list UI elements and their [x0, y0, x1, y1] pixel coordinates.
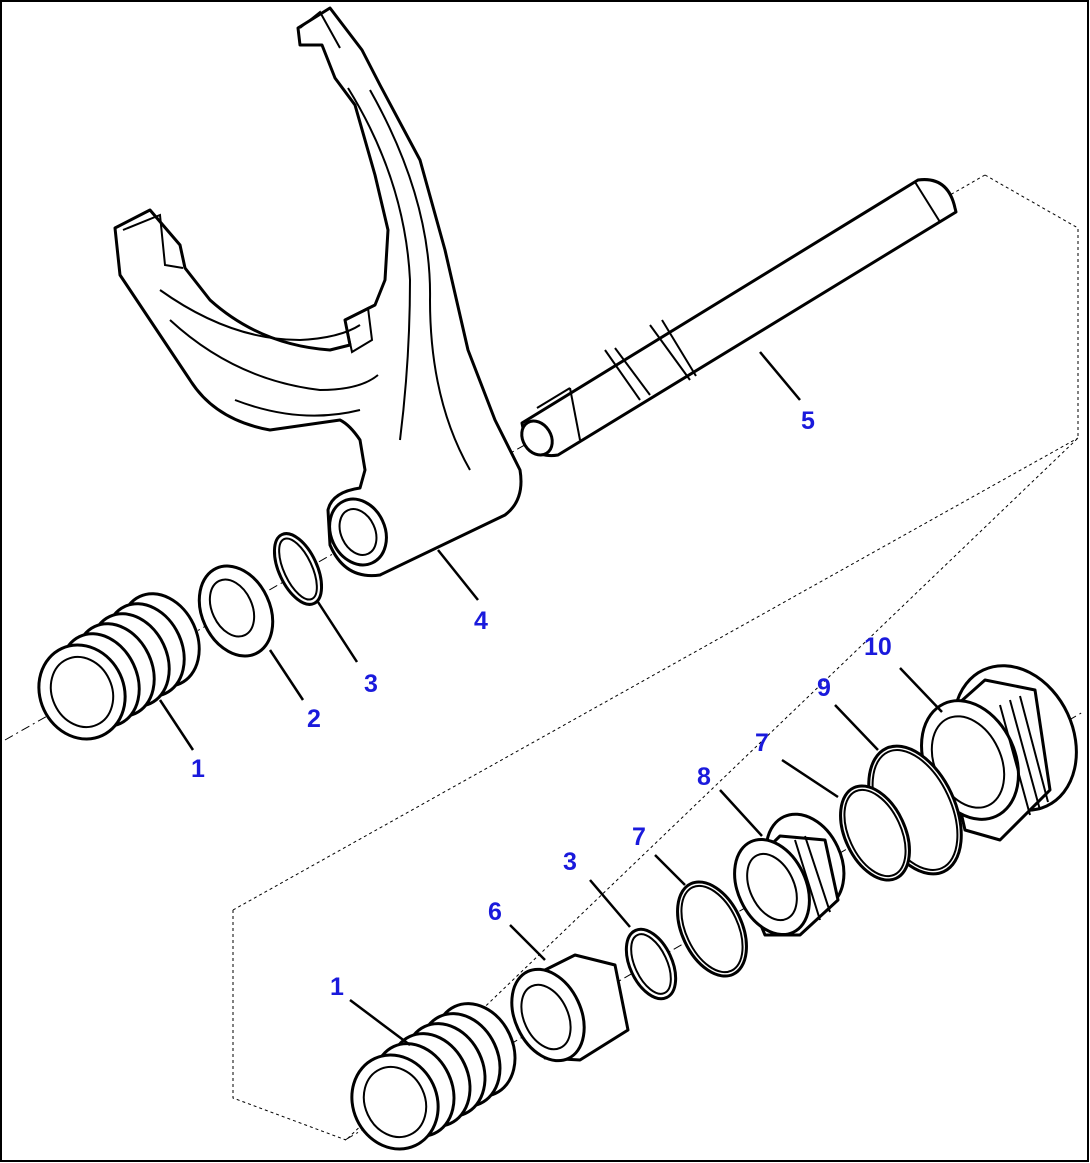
- callouts: 1 2 3 4 5 10 9 7 8 7 3 6 1: [191, 407, 892, 1001]
- callout-3-upper: 3: [364, 670, 378, 698]
- callout-9: 9: [817, 674, 831, 702]
- snap-ring-upper: [272, 532, 324, 606]
- washer: [197, 564, 275, 658]
- leader-lines: [158, 351, 943, 1046]
- callout-10: 10: [864, 633, 892, 661]
- callout-7-upper: 7: [755, 729, 769, 757]
- callout-1-lower: 1: [330, 973, 344, 1001]
- spacer: [510, 953, 630, 1063]
- callout-8: 8: [697, 763, 711, 791]
- callout-5: 5: [801, 407, 815, 435]
- callout-2: 2: [307, 705, 321, 733]
- callout-1-upper: 1: [191, 755, 205, 783]
- plug: [920, 664, 1078, 842]
- shift-rod: [520, 178, 958, 458]
- o-ring-lower: [676, 880, 748, 978]
- spring-lower: [350, 1002, 517, 1151]
- piston: [733, 812, 846, 937]
- callout-6: 6: [488, 898, 502, 926]
- shift-fork: [113, 6, 523, 578]
- snap-ring-lower: [624, 927, 678, 1001]
- callout-4: 4: [474, 607, 488, 635]
- callout-7-lower: 7: [632, 823, 646, 851]
- o-ring-upper: [839, 784, 911, 882]
- spring-upper: [37, 592, 201, 741]
- callout-3-lower: 3: [563, 848, 577, 876]
- assembly-frame: [232, 174, 1079, 1141]
